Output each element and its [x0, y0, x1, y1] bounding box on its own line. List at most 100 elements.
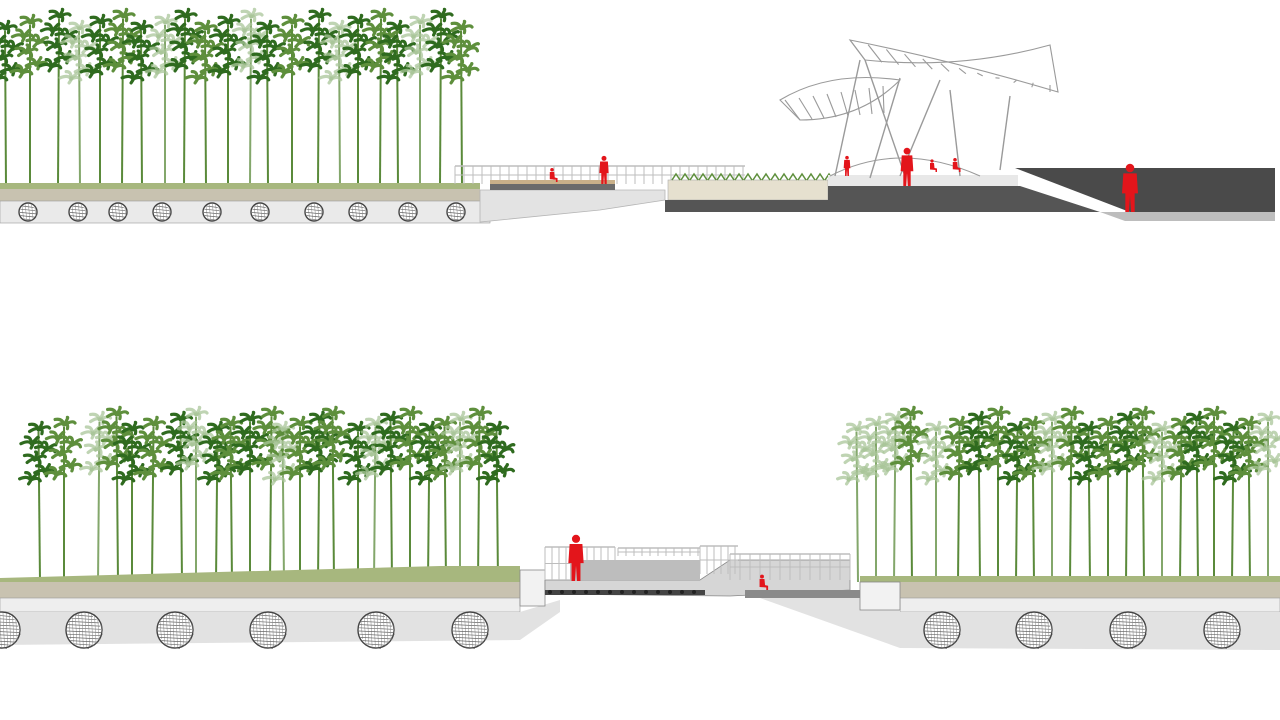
- bamboo-leaf: [337, 68, 352, 75]
- bamboo-leaf: [1259, 425, 1270, 436]
- gabion-hatch: [309, 218, 319, 221]
- gabion-hatch: [74, 204, 77, 220]
- gabion-hatch: [379, 613, 382, 647]
- human-figure: [930, 159, 937, 172]
- bamboo-culm: [440, 19, 480, 187]
- shrub-mark: [716, 172, 726, 181]
- gabion-ring: [348, 202, 368, 222]
- gabion-hatch: [354, 204, 357, 220]
- gabion-log: [0, 611, 21, 649]
- bamboo-leaf: [387, 75, 401, 82]
- top-section-elevation: [0, 7, 1275, 224]
- bamboo-leaf: [262, 420, 273, 431]
- bamboo-leaf: [249, 7, 257, 19]
- bamboo-leaf: [476, 475, 491, 482]
- shrub-mark: [761, 172, 771, 181]
- gabion-hatch: [113, 218, 123, 221]
- gabion-log: [18, 202, 38, 222]
- bamboo-leaf: [1087, 470, 1102, 477]
- bamboo-leaf: [968, 466, 982, 473]
- gabion-hatch: [925, 624, 959, 627]
- gabion-hatch: [365, 643, 387, 646]
- bamboo-leaf: [487, 435, 498, 446]
- gabion-log: [156, 611, 194, 649]
- bamboo-leaf: [1246, 415, 1254, 427]
- bamboo-leaf: [1223, 476, 1237, 483]
- bamboo-leaf: [244, 444, 259, 452]
- gabion-hatch: [1025, 614, 1043, 617]
- bamboo-leaf: [273, 41, 286, 51]
- bamboo-leaf: [470, 420, 481, 431]
- bamboo-leaf: [389, 460, 404, 467]
- bamboo-leaf: [456, 44, 471, 51]
- gabion-ring: [202, 202, 222, 222]
- gabion-hatch: [389, 619, 392, 641]
- gabion-hatch: [24, 204, 27, 220]
- bamboo-leaf: [28, 476, 42, 483]
- figure-body: [599, 161, 609, 184]
- bamboo-leaf: [388, 410, 396, 422]
- bamboo-leaf: [43, 470, 58, 477]
- bamboo-stem: [4, 30, 7, 187]
- bamboo-leaf: [59, 440, 74, 447]
- gabion-hatch: [461, 615, 464, 645]
- bamboo-leaf: [218, 69, 232, 76]
- railing: [729, 553, 851, 580]
- gabion-hatch: [454, 621, 457, 639]
- bamboo-leaf: [926, 476, 940, 483]
- bamboo-leaf: [241, 425, 252, 436]
- railing: [699, 545, 738, 574]
- gabion-log: [68, 202, 88, 222]
- figure-head: [845, 155, 849, 160]
- bamboo-leaf: [465, 66, 480, 73]
- gabion-hatch: [1047, 619, 1050, 641]
- gabion-hatch: [925, 633, 959, 637]
- gabion-ring: [304, 202, 324, 222]
- bamboo-leaf: [186, 432, 200, 442]
- bridge-bolt: [608, 590, 612, 594]
- gabion-log: [398, 202, 418, 222]
- foundation-band-left: [0, 597, 521, 613]
- gabion-hatch: [191, 625, 194, 635]
- gabion-hatch: [251, 624, 285, 627]
- gabion-hatch: [1041, 614, 1044, 646]
- bamboo-leaf: [1015, 420, 1023, 432]
- bamboo-leaf: [272, 476, 286, 483]
- bamboo-leaf: [294, 449, 309, 457]
- bamboo-leaf: [326, 439, 341, 447]
- bamboo-leaf: [988, 461, 1002, 468]
- gabion-hatch: [257, 643, 279, 646]
- gabion-hatch: [1029, 646, 1039, 649]
- gabion-log: [202, 202, 222, 222]
- bamboo-culm: [370, 410, 410, 583]
- bamboo-leaf: [372, 22, 383, 33]
- shrub-mark: [788, 172, 798, 181]
- gabion-hatch: [1138, 616, 1141, 644]
- bamboo-leaf: [1046, 444, 1061, 452]
- bridge-bolt: [620, 590, 624, 594]
- gabion-ring: [451, 611, 489, 649]
- gabion-hatch: [455, 621, 485, 624]
- bridge-walking-surface: [570, 560, 700, 580]
- bamboo-leaf: [330, 405, 338, 417]
- bamboo-leaf: [365, 471, 379, 478]
- bamboo-leaf: [54, 471, 68, 478]
- bridge-bolt: [680, 590, 684, 594]
- figure-body: [1122, 173, 1138, 212]
- gabion-hatch: [320, 207, 323, 217]
- bamboo-leaf: [451, 425, 462, 436]
- bamboo-leaf: [1043, 425, 1054, 436]
- bamboo-leaf: [151, 415, 159, 427]
- bamboo-leaf: [418, 13, 426, 25]
- human-figure: [549, 168, 558, 182]
- bamboo-leaf: [1125, 410, 1133, 422]
- gabion-hatch: [9, 614, 12, 646]
- shrub-mark: [797, 172, 807, 181]
- planted-bed: [667, 179, 829, 201]
- gabion-hatch: [408, 203, 411, 221]
- bamboo-leaf: [176, 22, 187, 33]
- gabion-hatch: [473, 613, 476, 647]
- gabion-hatch: [1217, 646, 1227, 649]
- bamboo-leaf: [58, 449, 73, 457]
- gabion-hatch: [1114, 640, 1142, 643]
